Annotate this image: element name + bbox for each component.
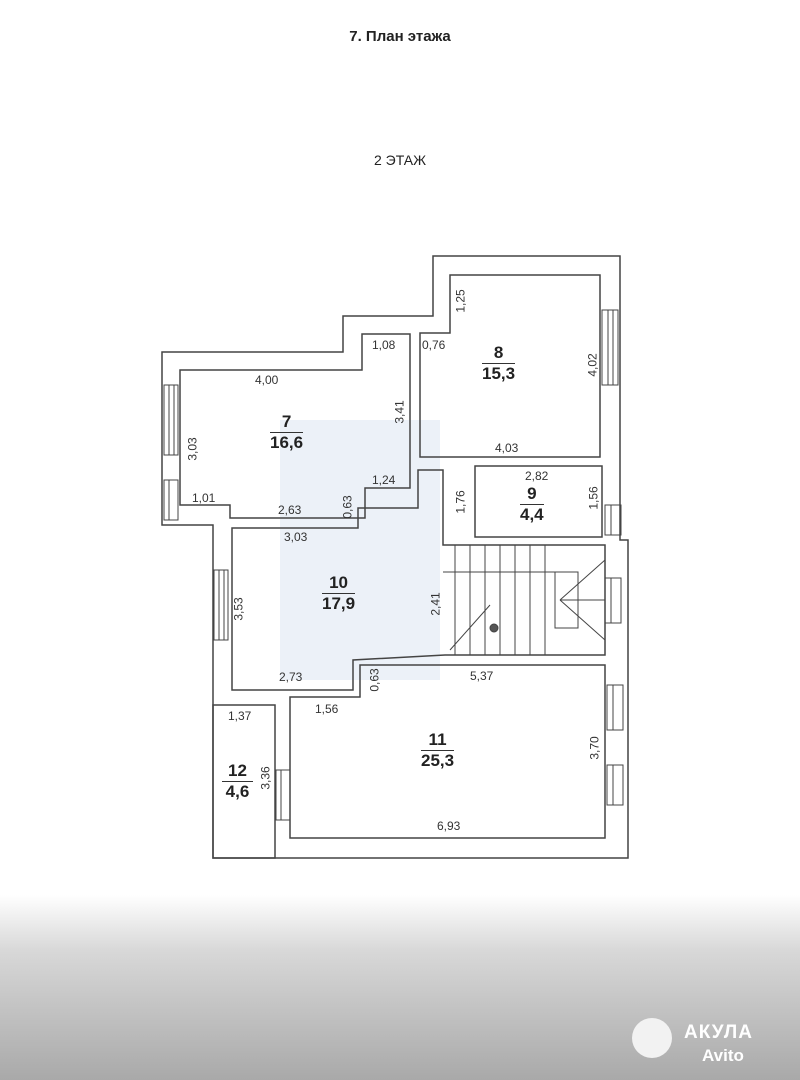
dim-label: 5,37 bbox=[470, 669, 494, 683]
dim-label: 2,41 bbox=[428, 592, 443, 616]
dim-label: 3,70 bbox=[587, 736, 602, 760]
room-12-outline bbox=[212, 704, 276, 859]
dim-label: 4,02 bbox=[585, 353, 600, 377]
floor-label: 2 ЭТАЖ bbox=[373, 152, 427, 168]
dim-label: 1,08 bbox=[372, 338, 396, 352]
room-7-outline bbox=[179, 333, 411, 519]
room-9-outline bbox=[474, 465, 603, 538]
dim-label: 1,01 bbox=[192, 491, 216, 505]
agency-logo: АКУЛА Avito bbox=[632, 1010, 782, 1070]
room-8-outline bbox=[419, 274, 601, 458]
logo-brand: АКУЛА bbox=[684, 1022, 753, 1043]
dim-label: 3,36 bbox=[258, 766, 273, 790]
dim-label: 0,63 bbox=[367, 668, 382, 692]
room-11-outline bbox=[289, 664, 606, 839]
dim-label: 3,41 bbox=[392, 400, 407, 424]
dim-label: 4,00 bbox=[255, 373, 279, 387]
watermark bbox=[280, 420, 440, 680]
logo-partner: Avito bbox=[702, 1046, 744, 1065]
dim-label: 1,25 bbox=[453, 289, 468, 313]
dim-label: 2,82 bbox=[525, 469, 549, 483]
dim-label: 1,76 bbox=[453, 490, 468, 514]
page-title: 7. План этажа bbox=[349, 28, 451, 45]
dim-label: 2,73 bbox=[279, 670, 303, 684]
dim-label: 2,63 bbox=[278, 503, 302, 517]
dim-label: 1,56 bbox=[315, 702, 339, 716]
staircase bbox=[443, 545, 606, 655]
shark-fin-icon bbox=[632, 1018, 672, 1058]
dim-label: 3,53 bbox=[231, 597, 246, 621]
dim-label: 4,03 bbox=[495, 441, 519, 455]
dim-label: 6,93 bbox=[437, 819, 461, 833]
dim-label: 1,37 bbox=[228, 709, 252, 723]
dim-label: 0,76 bbox=[422, 338, 446, 352]
dim-label: 1,56 bbox=[586, 486, 601, 510]
windows bbox=[163, 309, 624, 821]
dim-label: 1,24 bbox=[372, 473, 396, 487]
outer-wall bbox=[161, 255, 629, 859]
dim-label: 3,03 bbox=[185, 437, 200, 461]
dim-label: 3,03 bbox=[284, 530, 308, 544]
room-10-outline bbox=[231, 469, 606, 691]
dim-label: 0,63 bbox=[340, 495, 355, 519]
